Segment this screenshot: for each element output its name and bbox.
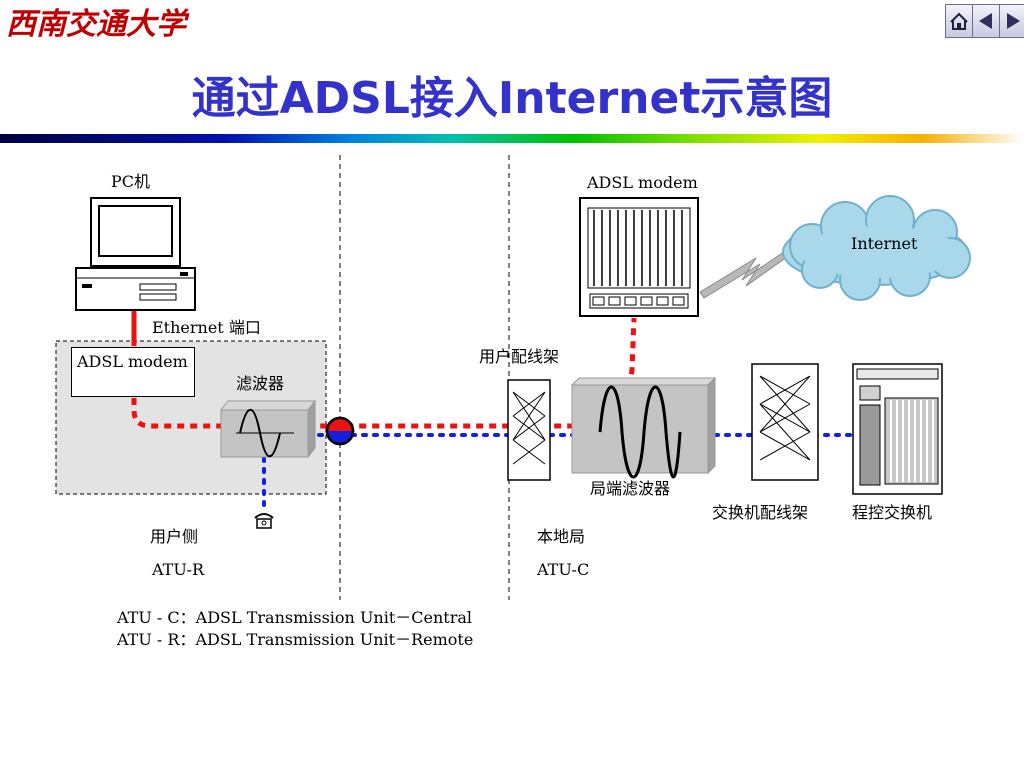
user-distribution-frame-label: 用户配线架 [479, 347, 560, 366]
atu-r-label: ATU-R [152, 560, 205, 579]
slide-title: 通过ADSL接入Internet示意图 [191, 73, 833, 124]
program-switch-label: 程控交换机 [852, 503, 933, 522]
central-adsl-modem-rack [579, 197, 699, 317]
footnote-atu-c: ATU - C：ADSL Transmission Unit－Central [117, 608, 473, 627]
switch-distribution-frame [751, 363, 819, 481]
user-side-label: 用户侧 [150, 527, 199, 546]
ethernet-port-label: Ethernet 端口 [152, 318, 261, 337]
footnotes: ATU - C：ADSL Transmission Unit－Central A… [117, 607, 473, 651]
user-distribution-frame [507, 379, 551, 481]
pc-computer [75, 197, 196, 311]
switch-distribution-frame-label: 交换机配线架 [712, 503, 809, 522]
program-switch-cabinet [852, 363, 943, 495]
prev-slide-button[interactable] [973, 5, 1000, 37]
home-button[interactable] [946, 5, 973, 37]
central-filter [570, 376, 717, 479]
local-office-label: 本地局 [537, 527, 586, 546]
user-adsl-modem: ADSL modem [71, 347, 195, 397]
triangle-left-icon [979, 13, 992, 29]
central-filter-label: 局端滤波器 [590, 479, 671, 498]
title-divider [0, 134, 1024, 143]
filter-label: 滤波器 [236, 374, 285, 393]
internet-label: Internet [851, 234, 918, 253]
nav-buttons [945, 4, 1024, 38]
home-icon [950, 12, 968, 30]
atu-c-label: ATU-C [537, 560, 590, 579]
footnote-atu-r: ATU - R：ADSL Transmission Unit－Remote [117, 630, 474, 649]
telephone-icon [254, 513, 274, 529]
pc-label: PC机 [111, 172, 151, 191]
university-logo: 西南交通大学 [6, 7, 190, 42]
user-modem-label: ADSL modem [77, 352, 188, 371]
wireless-link-icon [699, 247, 795, 299]
internet-cloud-icon [782, 195, 971, 301]
next-slide-button[interactable] [1000, 5, 1024, 37]
user-filter [219, 399, 317, 459]
splitter-circle [325, 416, 355, 446]
logo-calligraphy: 西南交通大学 [6, 7, 190, 42]
triangle-right-icon [1007, 13, 1020, 29]
central-modem-label: ADSL modem [587, 173, 698, 192]
